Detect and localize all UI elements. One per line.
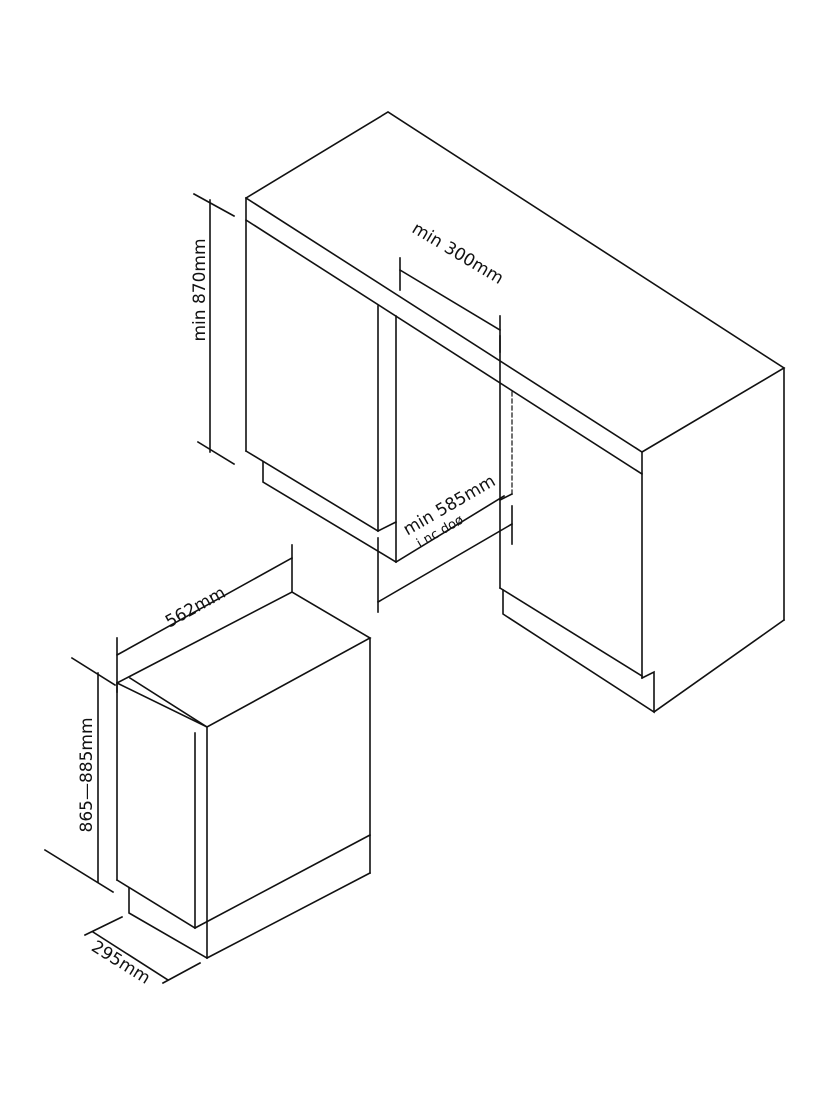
installation-width-dimension: [376, 505, 514, 613]
installation-height-label: min 870mm: [190, 238, 210, 341]
installation-cabinet: [244, 111, 786, 714]
installation-depth-dimension: [398, 257, 502, 353]
installation-depth-label: min 300mm: [408, 219, 507, 289]
appliance-depth-label: 295mm: [88, 937, 154, 989]
dishwasher-unit: [115, 591, 372, 960]
installation-height-dimension: [192, 192, 236, 466]
appliance-height-dimension: [43, 656, 117, 894]
appliance-width-label: 562mm: [162, 583, 229, 632]
appliance-width-dimension: [115, 544, 294, 693]
appliance-depth-dimension: [83, 915, 202, 985]
appliance-height-label: 865—885mm: [77, 717, 97, 832]
